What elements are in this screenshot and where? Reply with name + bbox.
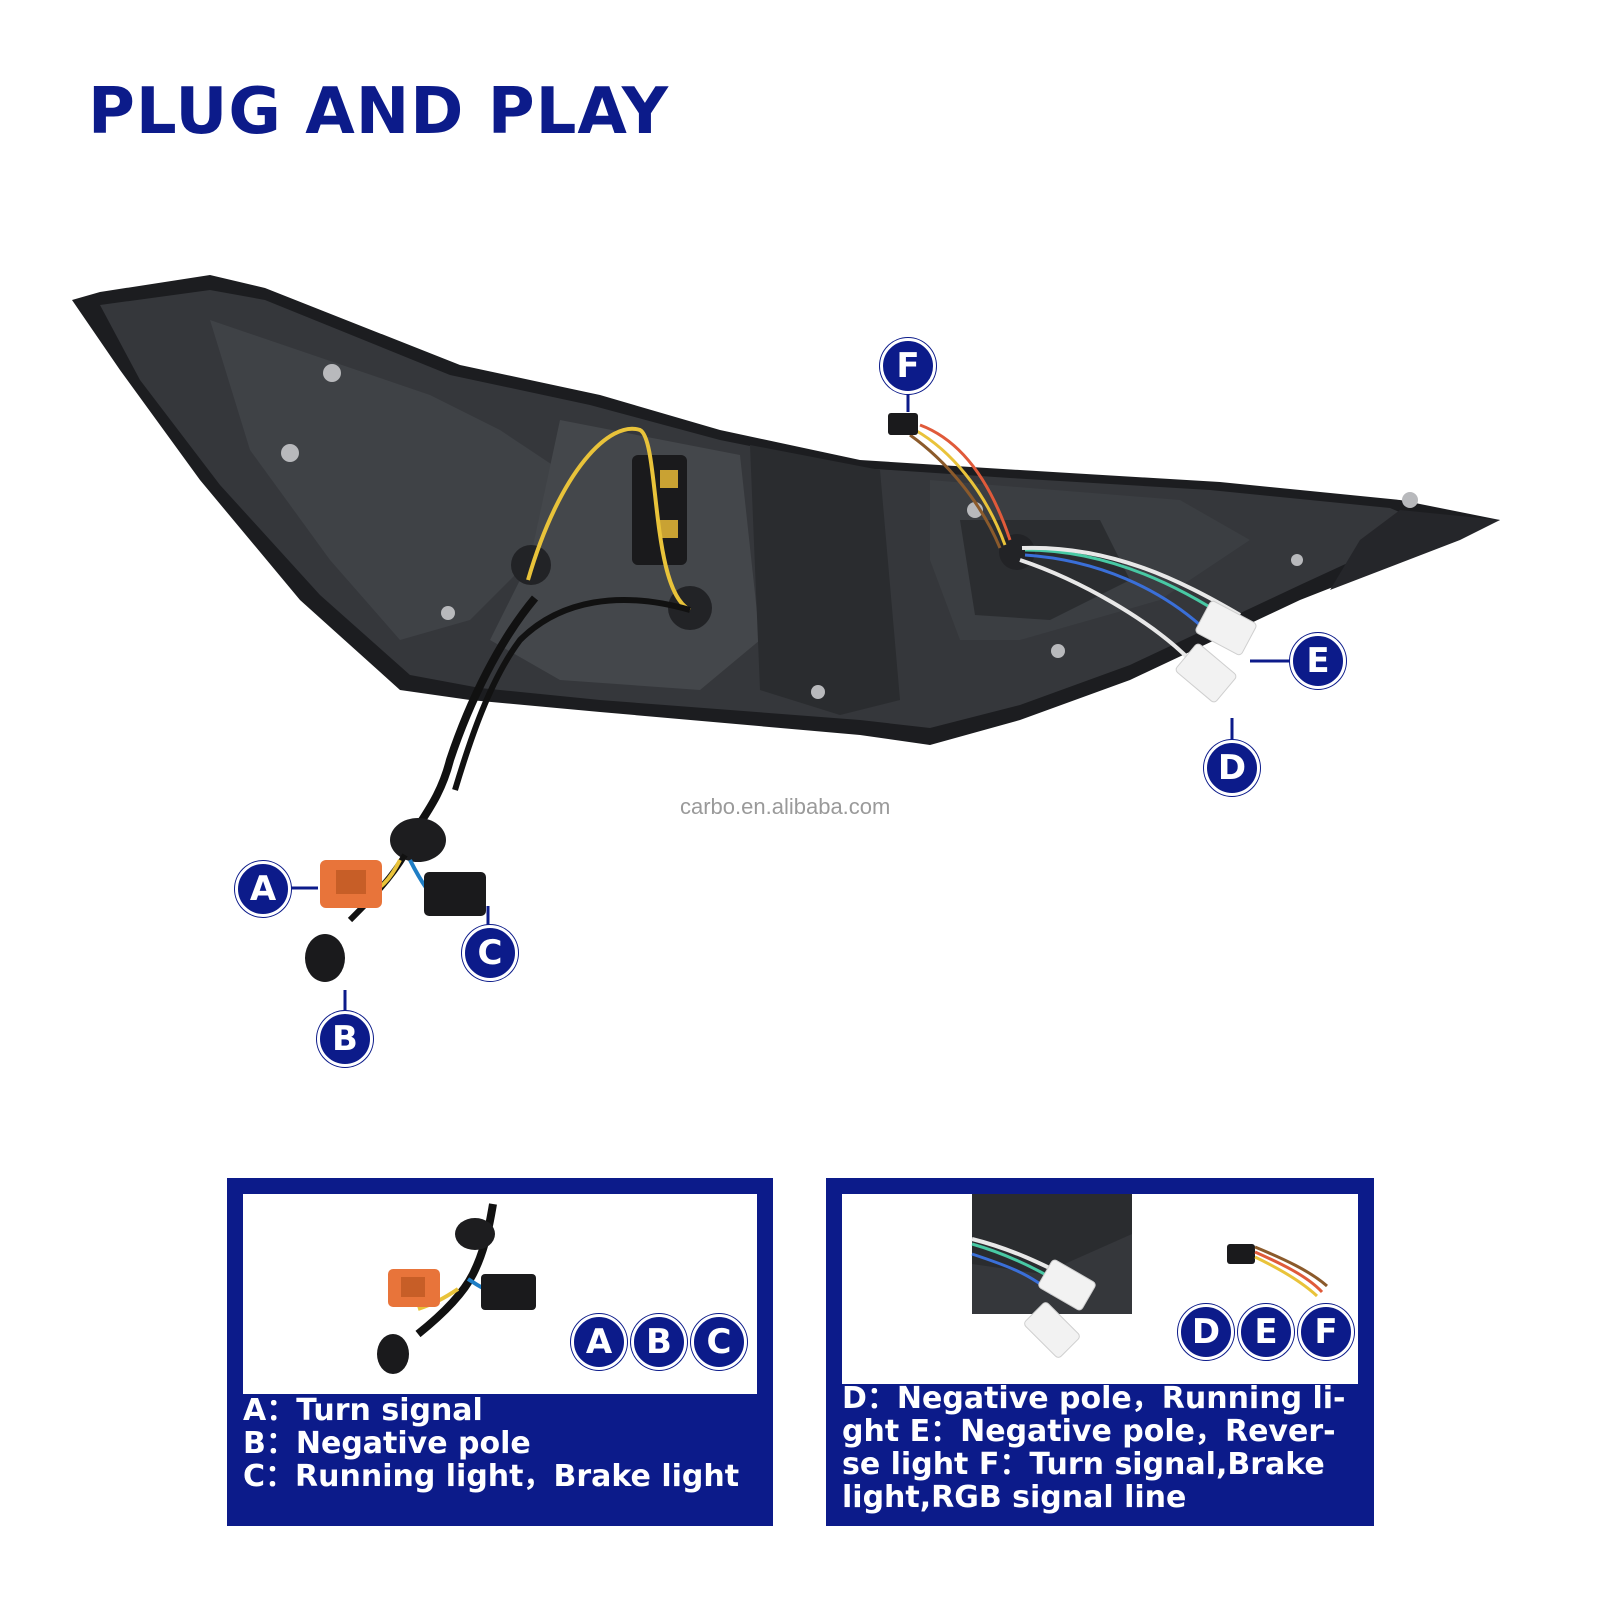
desc-line-1: D：Negative pole，Running li- — [842, 1381, 1346, 1416]
panel-def-description: D：Negative pole，Running li- ght E：Negati… — [842, 1382, 1366, 1514]
badge-b: B — [631, 1314, 687, 1370]
callout-e: E — [1290, 633, 1346, 689]
callout-b: B — [317, 1011, 373, 1067]
connector-closeup-image — [971, 1194, 1328, 1358]
desc-line-b: B：Negative pole — [243, 1426, 531, 1461]
desc-line-2: ght E：Negative pole，Rever- — [842, 1414, 1336, 1449]
panel-abc: A B C A：Turn signal B：Negative pole C：Ru… — [227, 1178, 773, 1526]
harness-closeup-image — [377, 1203, 536, 1374]
callout-d: D — [1204, 740, 1260, 796]
callout-a: A — [235, 861, 291, 917]
badge-a: A — [571, 1314, 627, 1370]
callout-f: F — [880, 338, 936, 394]
desc-line-3: se light F：Turn signal,Brake — [842, 1447, 1325, 1482]
panel-abc-photo — [243, 1194, 757, 1394]
panel-abc-description: A：Turn signal B：Negative pole C：Running … — [243, 1394, 763, 1493]
badge-e: E — [1238, 1304, 1294, 1360]
panel-def: D E F D：Negative pole，Running li- ght E：… — [826, 1178, 1374, 1526]
watermark-text: carbo.en.alibaba.com — [680, 794, 891, 819]
callout-c: C — [462, 925, 518, 981]
page-title: PLUG AND PLAY — [88, 75, 670, 149]
badge-c: C — [691, 1314, 747, 1370]
desc-line-4: light,RGB signal line — [842, 1480, 1187, 1515]
desc-line-c: C：Running light，Brake light — [243, 1459, 740, 1494]
badge-d: D — [1178, 1304, 1234, 1360]
desc-line-a: A：Turn signal — [243, 1393, 483, 1428]
badge-f: F — [1298, 1304, 1354, 1360]
